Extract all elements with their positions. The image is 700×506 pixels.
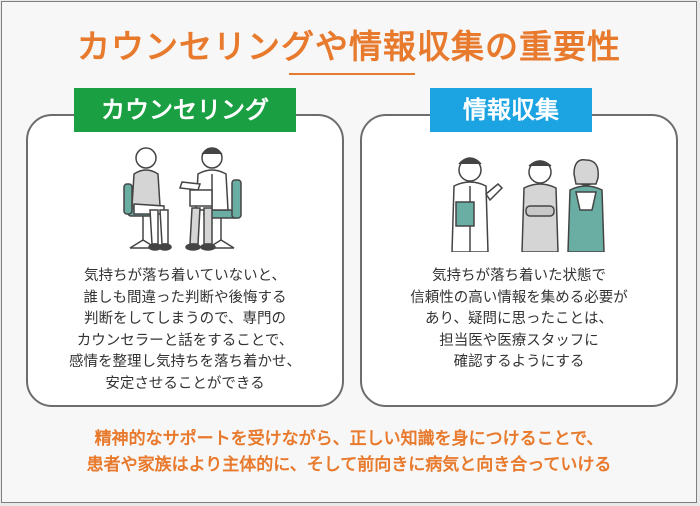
patient-figure xyxy=(131,147,172,251)
summary-text: 精神的なサポートを受けながら、正しい知識を身につけることで、 患者や家族はより主… xyxy=(86,429,612,475)
counseling-card: 気持ちが落ち着いていないと、 誰しも間違った判断や後悔する 判断をしてしまうので… xyxy=(26,114,344,407)
information-card: 気持ちが落ち着いた状態で 信頼性の高い情報を集める必要が あり、疑問に思ったこと… xyxy=(360,114,678,407)
doctor-figure xyxy=(178,147,229,251)
title-underline xyxy=(289,73,415,75)
family-member-figure xyxy=(567,159,605,252)
information-description: 気持ちが落ち着いた状態で 信頼性の高い情報を集める必要が あり、疑問に思ったこと… xyxy=(410,268,628,370)
page-title: カウンセリングや情報収集の重要性 xyxy=(77,27,621,66)
family-member-figure xyxy=(521,160,559,252)
counseling-illustration xyxy=(123,147,242,251)
information-label: 情報収集 xyxy=(430,88,592,132)
doctor-figure xyxy=(451,157,504,252)
counseling-label: カウンセリング xyxy=(74,88,296,132)
counseling-description: 気持ちが落ち着いていないと、 誰しも間違った判断や後悔する 判断をしてしまうので… xyxy=(69,268,301,392)
information-illustration xyxy=(451,157,605,252)
